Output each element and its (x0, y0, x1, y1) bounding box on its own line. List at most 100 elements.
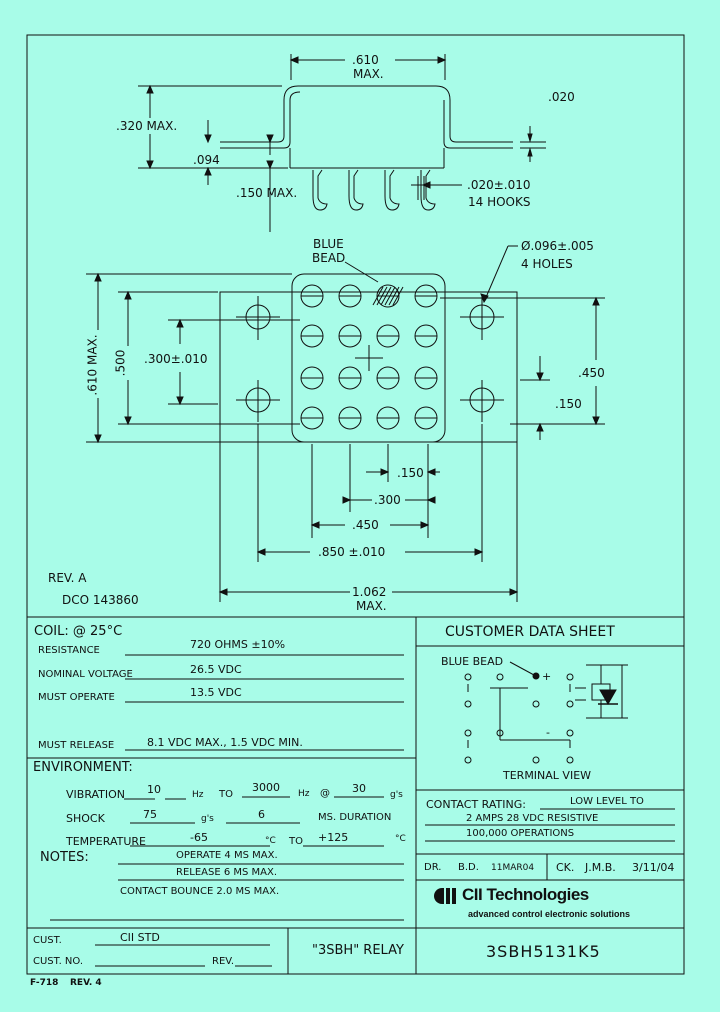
dim-hook: .020±.010 (467, 178, 531, 192)
to-label-1: TO (219, 789, 233, 800)
dim-right-height: .450 (578, 366, 605, 380)
note-line: CONTACT BOUNCE 2.0 MS MAX. (120, 886, 280, 897)
terminal-view-label: TERMINAL VIEW (503, 769, 592, 782)
dim-overall-width-max: MAX. (356, 599, 387, 613)
customer-value: CII STD (120, 931, 160, 944)
mounting-hole (469, 304, 495, 330)
notes-header: NOTES: (40, 850, 89, 865)
note-line: RELEASE 6 MS MAX. (176, 867, 278, 878)
blue-bead-hatch (380, 286, 392, 306)
shock-g: 75 (143, 808, 157, 821)
dim-height: .320 MAX. (116, 119, 178, 133)
blue-bead-hatch (388, 286, 400, 306)
vibration-from: 10 (147, 783, 161, 796)
shock-ms: 6 (258, 808, 265, 821)
mounting-hole (245, 304, 271, 330)
terminal-minus: - (546, 726, 550, 739)
revision-label: REV. A (48, 571, 87, 585)
blue-bead-hatch (392, 286, 404, 306)
cii-logo: CII Technologies advanced control electr… (434, 884, 674, 924)
checked-label: CK. (556, 861, 575, 874)
shock-label: SHOCK (66, 812, 105, 825)
vibration-label: VIBRATION (66, 788, 126, 801)
gs-unit-2: g's (201, 814, 214, 824)
dim-hole: Ø.096±.005 (521, 239, 594, 253)
dim-overall-width: 1.062 (352, 585, 387, 599)
must-release-label: MUST RELEASE (38, 740, 115, 751)
hooks (312, 169, 436, 211)
drawn-date: 11MAR04 (491, 863, 535, 873)
customer-data-sheet-title: CUSTOMER DATA SHEET (445, 624, 615, 640)
blue-bead-hatch (372, 286, 384, 306)
temp-high: +125 (318, 831, 349, 844)
dim-pitch-300: .300 (374, 493, 401, 507)
dim-pitch-850: .850 ±.010 (318, 545, 386, 559)
contact-rating-line: 2 AMPS 28 VDC RESISTIVE (466, 813, 599, 824)
part-number: 3SBH5131K5 (486, 942, 601, 961)
blue-bead-hatch (384, 286, 396, 306)
customer-rev-label: REV. (212, 956, 234, 967)
temperature-label: TEMPERATURE (66, 835, 146, 848)
degc-1: °C (265, 836, 276, 846)
blue-bead-hatch (376, 286, 388, 306)
dim-thickness: .020 (548, 90, 575, 104)
degc-2: °C (395, 834, 406, 844)
checked-date: 3/11/04 (632, 861, 675, 874)
dco-number: DCO 143860 (62, 593, 139, 607)
dim-pitch-150: .150 (397, 466, 424, 480)
vibration-g: 30 (352, 782, 366, 795)
product-name: "3SBH" RELAY (312, 943, 404, 958)
must-release-value: 8.1 VDC MAX., 1.5 VDC MIN. (147, 736, 303, 749)
hz-unit-1: Hz (192, 790, 204, 800)
form-number: F-718 (30, 978, 59, 988)
dim-outer-height: .500 (113, 349, 128, 377)
nominal-voltage-value: 26.5 VDC (190, 663, 242, 676)
relay-side-outline (220, 85, 513, 143)
drawn-by: B.D. (458, 862, 479, 873)
nominal-voltage-label: NOMINAL VOLTAGE (38, 669, 133, 680)
dim-hook-length: .150 MAX. (236, 186, 298, 200)
cii-logo-mark (434, 888, 464, 904)
environment-header: ENVIRONMENT: (33, 760, 133, 775)
dim-right-pitch: .150 (555, 397, 582, 411)
terminal-plus: + (542, 670, 552, 683)
terminal-view-diagram (490, 661, 628, 741)
mounting-hole (469, 387, 495, 413)
sheet-border (26, 34, 685, 975)
cii-logo-brand: CII Technologies (462, 885, 589, 904)
cii-logo-tagline: advanced control electronic solutions (468, 909, 631, 919)
customer-label: CUST. (33, 935, 62, 946)
at-symbol: @ (320, 788, 330, 799)
dim-width-max: MAX. (353, 67, 384, 81)
coil-header: COIL: @ 25°C (34, 624, 123, 639)
must-operate-label: MUST OPERATE (38, 692, 115, 703)
checked-by: J.M.B. (585, 861, 616, 874)
must-operate-value: 13.5 VDC (190, 686, 242, 699)
to-label-2: TO (289, 836, 303, 847)
contact-rating-line: 100,000 OPERATIONS (466, 828, 575, 839)
hook-count: 14 HOOKS (468, 195, 531, 209)
resistance-value: 720 OHMS ±10% (190, 638, 286, 651)
dim-pitch-450: .450 (352, 518, 379, 532)
dim-overall-height: .610 MAX. (85, 334, 100, 396)
dim-width-value: .610 (352, 53, 379, 67)
hz-unit-2: Hz (298, 789, 310, 799)
mounting-hole (245, 387, 271, 413)
dim-pin-pitch-v: .300±.010 (144, 352, 208, 366)
ms-duration: MS. DURATION (318, 812, 392, 823)
contact-rating-label: CONTACT RATING: (426, 798, 526, 811)
gs-unit-1: g's (390, 790, 403, 800)
terminal-blue-bead: BLUE BEAD (441, 655, 504, 668)
note-line: OPERATE 4 MS MAX. (176, 850, 278, 861)
hole-count: 4 HOLES (521, 257, 573, 271)
blue-bead-label-1: BLUE (313, 237, 344, 251)
resistance-label: RESISTANCE (38, 645, 100, 656)
dim-flange: .094 (193, 153, 220, 167)
temp-low: -65 (190, 831, 208, 844)
vibration-to: 3000 (252, 781, 280, 794)
form-revision: REV. 4 (70, 978, 102, 988)
blue-bead-label-2: BEAD (312, 251, 346, 265)
customer-number-label: CUST. NO. (33, 956, 84, 967)
contact-rating-line: LOW LEVEL TO (570, 796, 644, 807)
